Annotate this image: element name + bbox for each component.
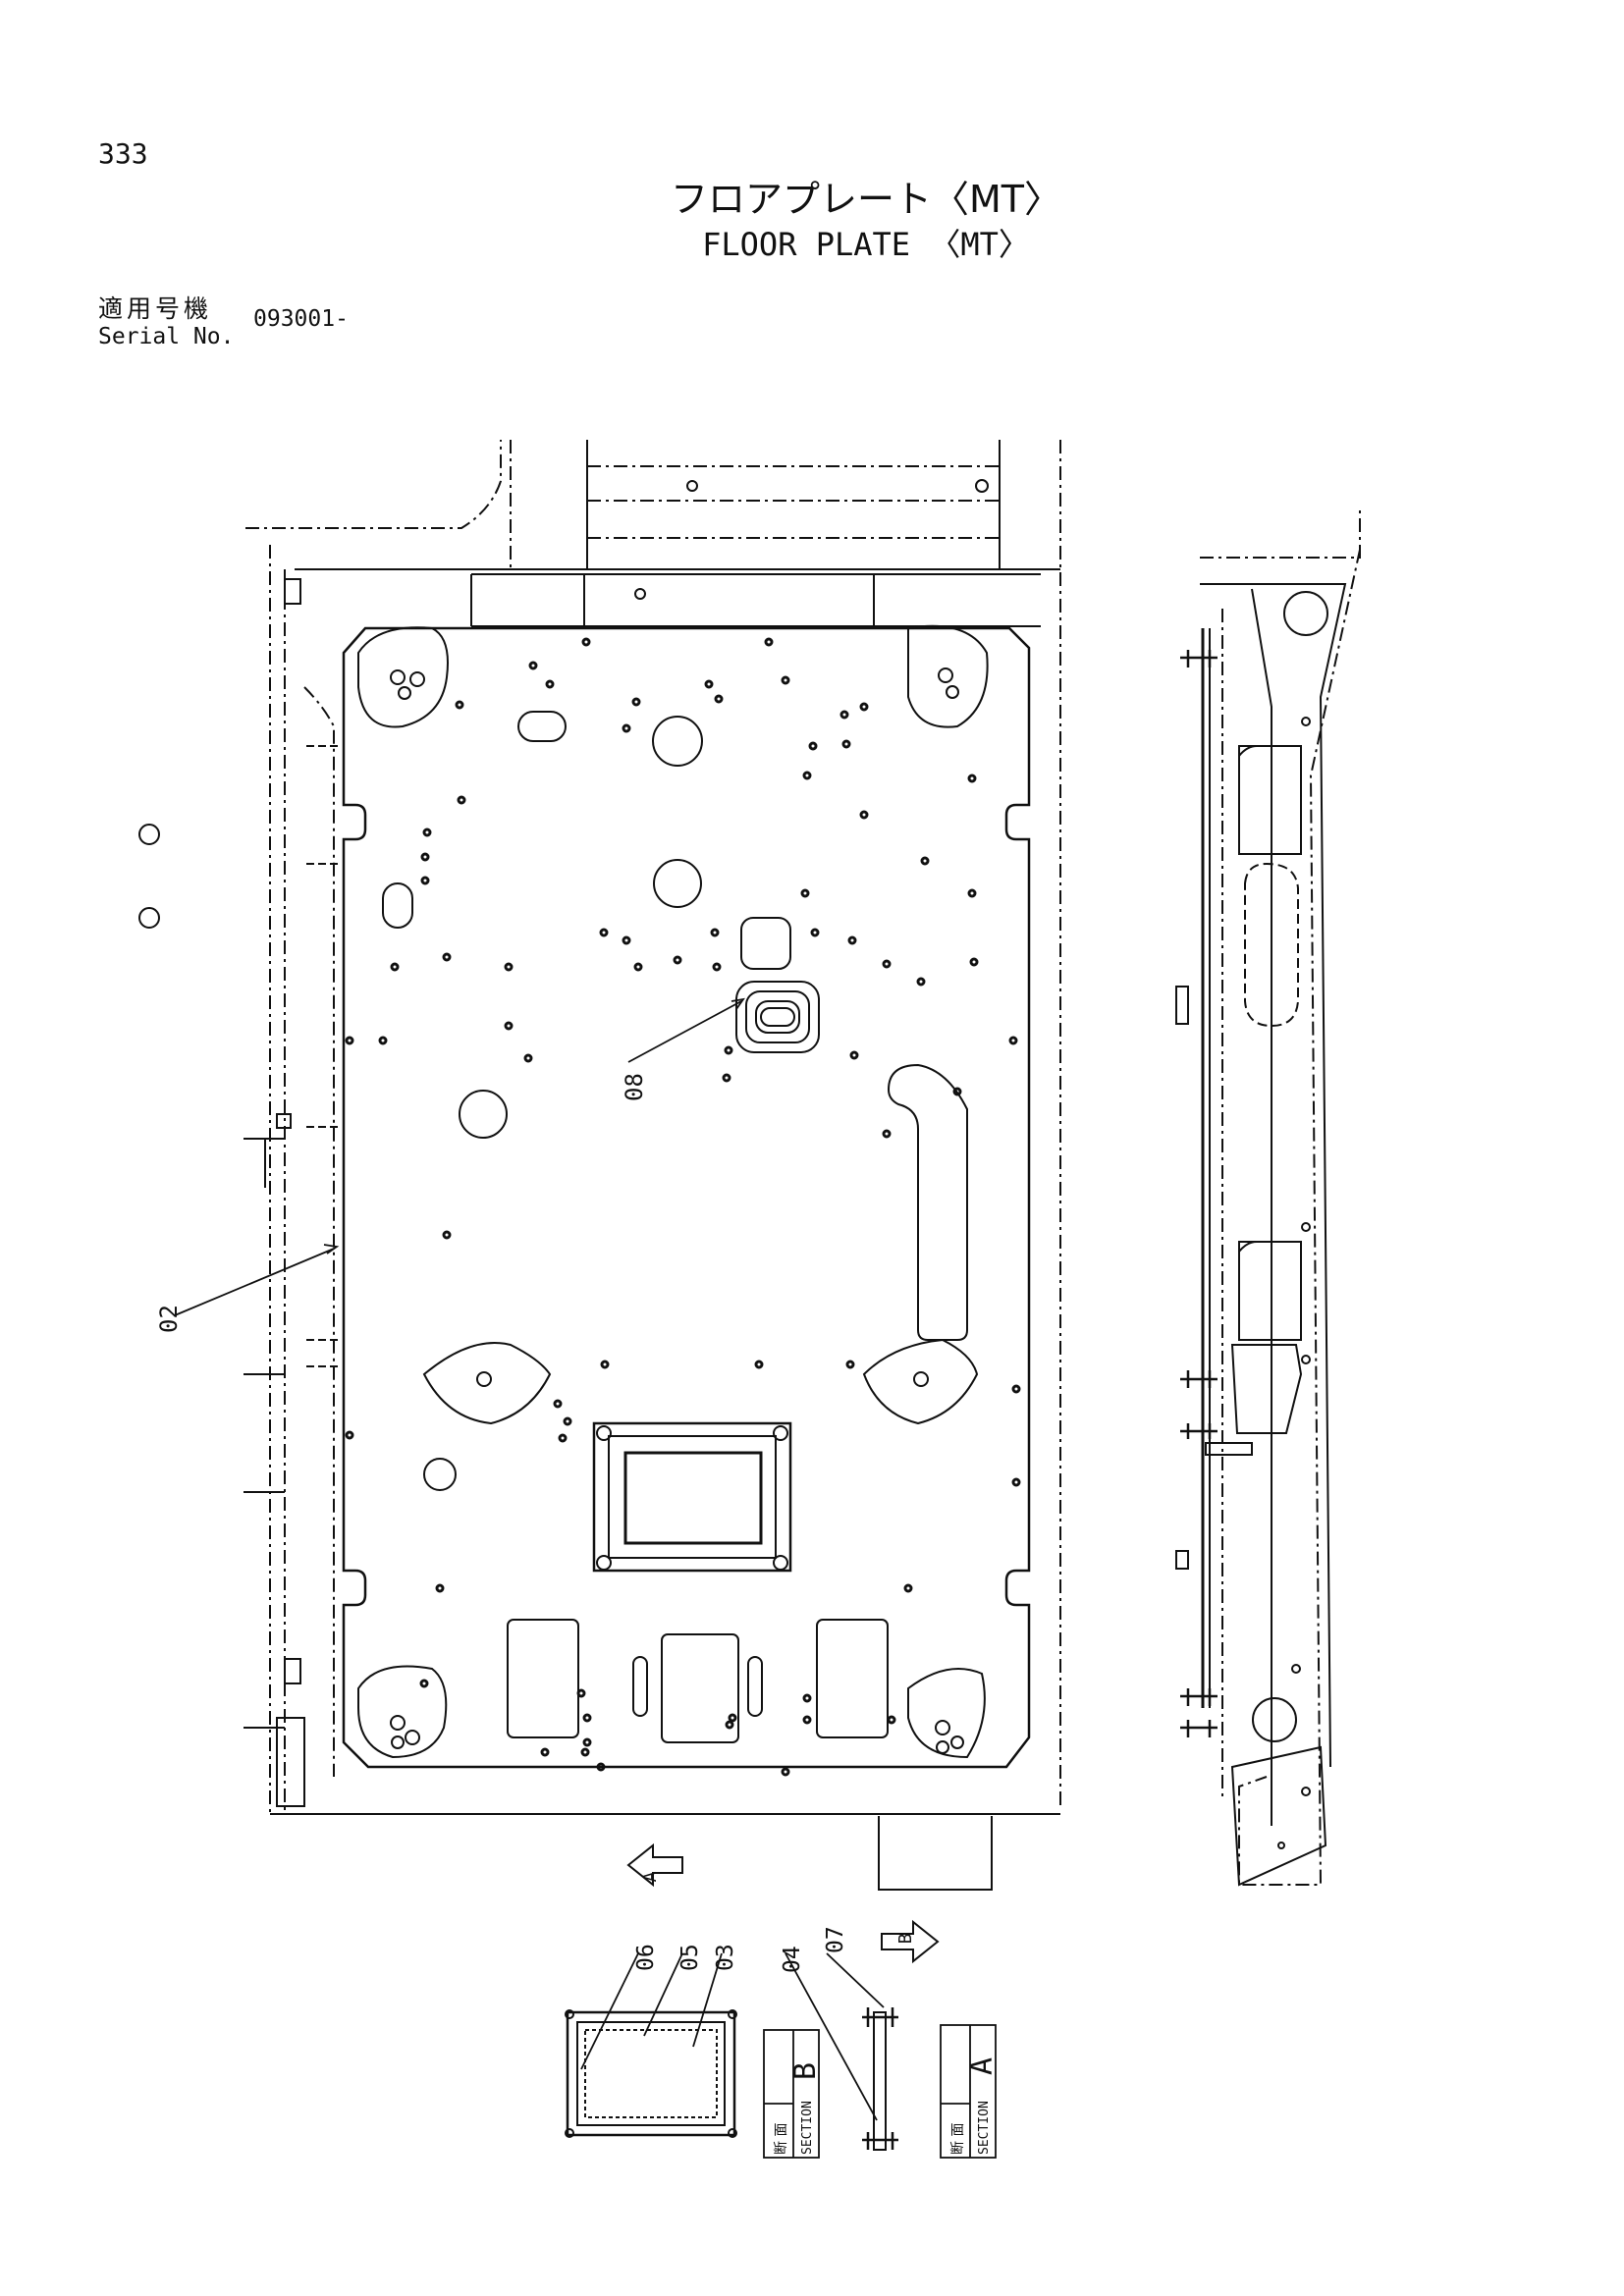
callout-05: 05 [677, 1944, 703, 1971]
callout-04: 04 [780, 1946, 805, 1973]
title-english: FLOOR PLATE 〈MT〉 [702, 226, 1030, 263]
section-callout-leaders [580, 1952, 885, 2121]
view-arrow-b [881, 1919, 940, 1964]
plate-cutouts [382, 711, 968, 1743]
title-japanese: フロアプレート〈MT〉 [671, 178, 1061, 221]
callout-03: 03 [713, 1944, 738, 1971]
floor-plate-outline [342, 626, 1031, 1769]
section-a-letter: A [965, 2057, 1000, 2075]
section-b-bolt-detail [862, 2007, 898, 2151]
page-number: 333 [98, 137, 148, 170]
view-arrow-a-label: A [640, 1871, 661, 1882]
section-b-word: SECTION [800, 2101, 815, 2155]
hatch-section-detail [565, 2009, 737, 2138]
callout-08: 08 [621, 1073, 648, 1101]
callout-06: 06 [633, 1944, 659, 1971]
serial-number-value: 093001- [253, 306, 349, 332]
side-elevation-view [1175, 510, 1361, 1887]
corner-mount-pads [357, 624, 989, 1759]
callout-leaders [174, 997, 745, 1316]
plan-view-frame [244, 440, 1061, 1891]
view-arrow-a [626, 1842, 683, 1888]
section-a-kanji: 断 面 [950, 2123, 966, 2155]
section-a-badge [940, 2024, 997, 2159]
section-b-badge [763, 2029, 820, 2159]
section-b-kanji: 断 面 [774, 2123, 789, 2155]
serial-label-japanese: 適用号機 [98, 294, 213, 323]
callout-02: 02 [155, 1305, 183, 1333]
bolt-holes [345, 637, 1021, 1777]
serial-label-english: Serial No. [98, 324, 235, 349]
section-b-letter: B [788, 2062, 823, 2080]
view-arrow-b-label: B [895, 1934, 916, 1945]
callout-07: 07 [823, 1926, 848, 1953]
side-reference-circles [138, 578, 301, 1684]
section-a-word: SECTION [977, 2101, 992, 2155]
